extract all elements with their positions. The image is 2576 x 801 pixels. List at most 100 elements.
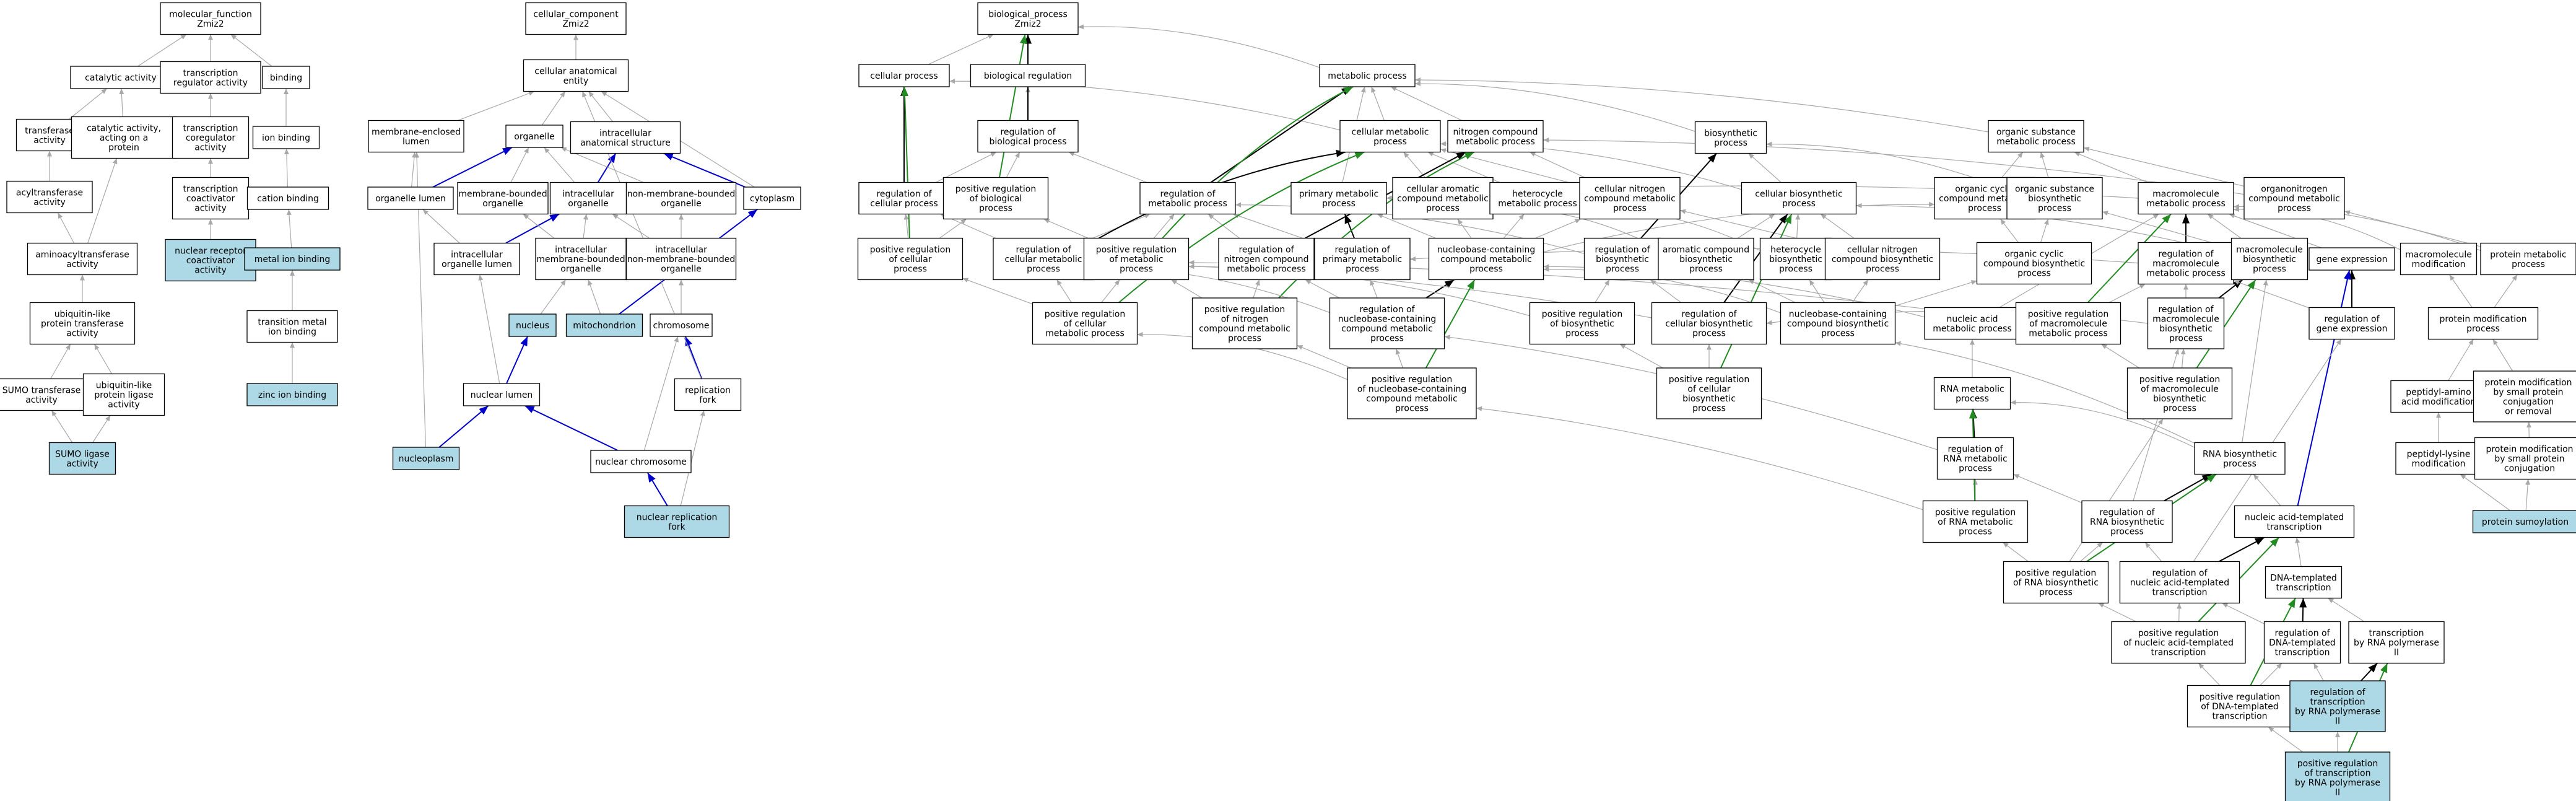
go-term-node-cation_binding[interactable]: cation binding <box>246 186 329 210</box>
go-term-node-reg_nbcmp[interactable]: regulation ofnucleobase-containingcompou… <box>1329 297 1445 349</box>
go-term-node-organelle[interactable]: organelle <box>505 125 564 148</box>
go-term-node-metab[interactable]: metabolic process <box>1319 64 1416 87</box>
go-term-node-cell_proc[interactable]: cellular process <box>858 64 950 87</box>
go-term-node-binding[interactable]: binding <box>262 66 310 89</box>
go-term-node-nucleus[interactable]: nucleus <box>508 313 557 337</box>
go-term-node-bio_reg[interactable]: biological regulation <box>970 64 1086 87</box>
go-term-node-ic_nmb_org[interactable]: intracellularnon-membrane-boundedorganel… <box>625 237 737 281</box>
go-term-node-org_lumen[interactable]: organelle lumen <box>367 186 454 210</box>
go-term-node-nucleoplasm[interactable]: nucleoplasm <box>392 447 460 470</box>
go-term-node-reg_mbp[interactable]: regulation ofmacromoleculebiosyntheticpr… <box>2147 297 2225 349</box>
go-term-node-zinc[interactable]: zinc ion binding <box>246 383 338 406</box>
go-term-node-gene_expr[interactable]: gene expression <box>2308 247 2395 271</box>
go-term-node-catalytic[interactable]: catalytic activity <box>70 66 172 89</box>
go-term-node-metal_ion[interactable]: metal ion binding <box>244 247 341 271</box>
go-term-node-chromosome[interactable]: chromosome <box>650 313 713 337</box>
go-term-node-ion_binding[interactable]: ion binding <box>252 126 320 149</box>
go-term-node-sumoylation[interactable]: protein sumoylation <box>2472 510 2576 533</box>
go-term-node-cytoplasm[interactable]: cytoplasm <box>743 186 801 210</box>
go-term-node-nuc_lumen[interactable]: nuclear lumen <box>463 383 541 406</box>
